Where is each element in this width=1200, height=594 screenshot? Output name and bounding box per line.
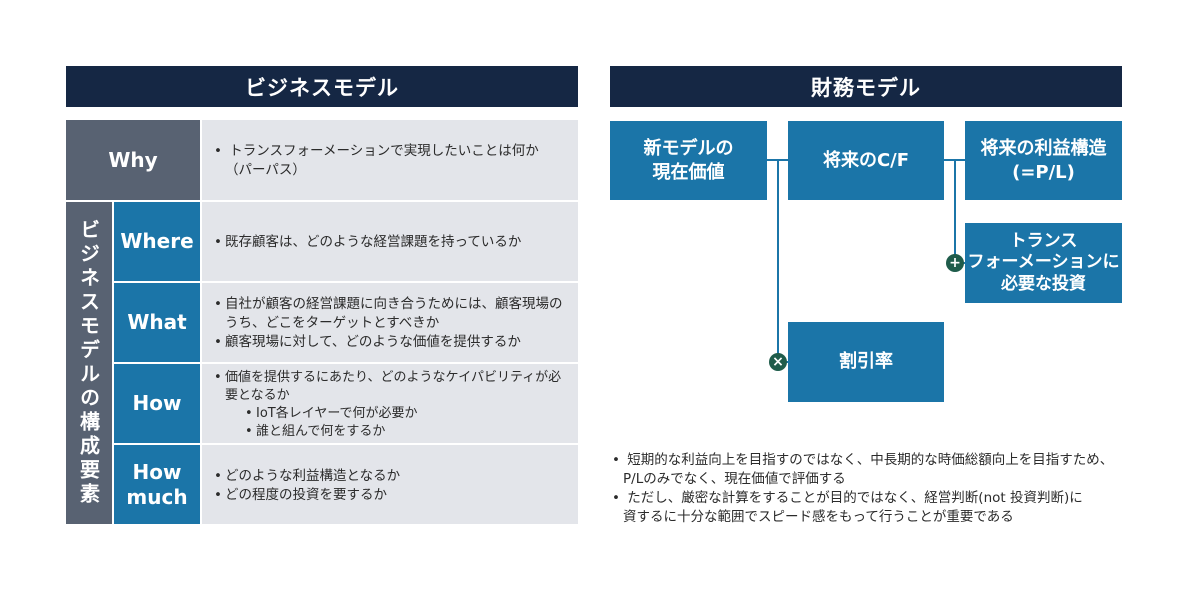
what-label: What: [114, 283, 200, 362]
note-2-line-1: ただし、厳密な計算をすることが目的ではなく、経営判断(not 投資判断)に: [627, 490, 1083, 506]
investment-line-3: 必要な投資: [1001, 273, 1086, 294]
how-much-label-line-2: much: [126, 484, 188, 509]
where-bullet-1: 既存顧客は、どのような経営課題を持っているか: [214, 233, 568, 252]
investment-line-2: フォーメーションに: [967, 252, 1120, 273]
investment-box: トランス フォーメーションに 必要な投資: [965, 223, 1122, 303]
new-model-value-line-2: 現在価値: [652, 161, 725, 183]
how-label: How: [114, 364, 200, 443]
where-label: Where: [114, 202, 200, 281]
how-sub-bullet-1: IoT各レイヤーで何が必要か: [214, 405, 568, 423]
how-sub-bullet-2: 誰と組んで何をするか: [214, 423, 568, 441]
how-content: 価値を提供するにあたり、どのようなケイパビリティが必要となるか IoT各レイヤー…: [202, 364, 578, 443]
new-model-value-line-1: 新モデルの: [643, 138, 734, 160]
how-much-content: どのような利益構造となるか どの程度の投資を要するか: [202, 445, 578, 524]
new-model-value-box: 新モデルの 現在価値: [610, 121, 767, 200]
future-cf-text: 将来のC/F: [822, 149, 910, 171]
note-1-line-1: 短期的な利益向上を目指すのではなく、中長期的な時価総額向上を目指すため、: [627, 452, 1114, 468]
how-much-label: How much: [114, 445, 200, 524]
how-much-bullet-1: どのような利益構造となるか: [214, 467, 568, 486]
future-profit-line-1: 将来の利益構造: [980, 138, 1107, 160]
components-vertical-label: ビジネスモデルの構成要素: [66, 202, 112, 524]
financial-notes: 短期的な利益向上を目指すのではなく、中長期的な時価総額向上を目指すため、 P/L…: [612, 451, 1172, 527]
connector-v-discount: [777, 159, 779, 362]
future-profit-line-2: (=P/L): [1012, 161, 1075, 183]
why-label: Why: [66, 120, 200, 200]
discount-rate-box: 割引率: [788, 322, 944, 402]
plus-icon: +: [946, 254, 964, 272]
why-label-text: Why: [108, 148, 158, 172]
why-content: トランスフォーメーションで実現したいことは何か （パーパス）: [202, 120, 578, 200]
investment-line-1: トランス: [1009, 231, 1078, 252]
discount-rate-text: 割引率: [839, 351, 893, 373]
future-cf-box: 将来のC/F: [788, 121, 944, 200]
what-content: 自社が顧客の経営課題に向き合うためには、顧客現場のうち、どこをターゲットとすべき…: [202, 283, 578, 362]
times-symbol: ×: [772, 354, 784, 370]
connector-v-investment: [954, 159, 956, 263]
what-bullet-1: 自社が顧客の経営課題に向き合うためには、顧客現場のうち、どこをターゲットとすべき…: [214, 295, 568, 333]
future-profit-box: 将来の利益構造 (=P/L): [965, 121, 1122, 200]
where-label-text: Where: [120, 229, 194, 253]
why-line-1: トランスフォーメーションで実現したいことは何か: [229, 143, 539, 159]
business-model-title: ビジネスモデル: [245, 75, 399, 100]
note-2-line-2: 資するに十分な範囲でスピード感をもって行うことが重要である: [623, 509, 1014, 525]
what-bullet-2: 顧客現場に対して、どのような価値を提供するか: [214, 333, 568, 352]
why-bullet: トランスフォーメーションで実現したいことは何か （パーパス）: [214, 142, 568, 180]
times-icon: ×: [769, 353, 787, 371]
plus-symbol: +: [949, 255, 961, 271]
how-label-text: How: [132, 391, 182, 415]
what-label-text: What: [127, 310, 187, 334]
how-bullet-1: 価値を提供するにあたり、どのようなケイパビリティが必要となるか: [214, 369, 568, 405]
business-model-header: ビジネスモデル: [66, 66, 578, 107]
note-1: 短期的な利益向上を目指すのではなく、中長期的な時価総額向上を目指すため、 P/L…: [612, 451, 1172, 489]
how-much-bullet-2: どの程度の投資を要するか: [214, 486, 568, 505]
where-content: 既存顧客は、どのような経営課題を持っているか: [202, 202, 578, 281]
why-line-2: （パーパス）: [225, 162, 306, 178]
note-2: ただし、厳密な計算をすることが目的ではなく、経営判断(not 投資判断)に 資す…: [612, 489, 1172, 527]
how-much-label-line-1: How: [132, 459, 182, 484]
components-label-text: ビジネスモデルの構成要素: [76, 219, 101, 507]
financial-model-title: 財務モデル: [811, 75, 921, 100]
financial-model-header: 財務モデル: [610, 66, 1122, 107]
note-1-line-2: P/Lのみでなく、現在価値で評価する: [623, 471, 846, 487]
